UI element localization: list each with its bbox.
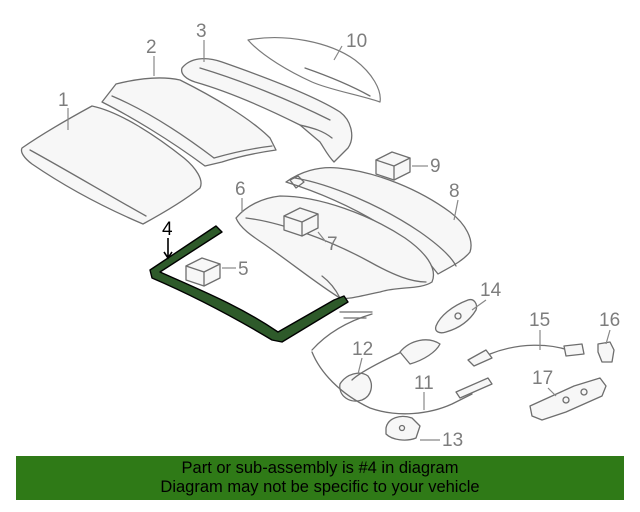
callout-17: 17 [532, 368, 553, 389]
part-7-box[interactable] [283, 207, 319, 237]
callout-14: 14 [480, 280, 502, 301]
leader-8 [453, 199, 459, 221]
leader-7 [317, 231, 327, 243]
leader-12 [357, 357, 363, 375]
callout-4: 4 [162, 219, 173, 240]
part-13-hinge-bracket[interactable] [385, 415, 421, 441]
callout-13: 13 [442, 430, 463, 451]
part-17-latch[interactable] [529, 377, 607, 421]
callout-6: 6 [235, 179, 246, 200]
part-3-rear-frame[interactable] [180, 57, 353, 163]
part-4-weatherstrip[interactable] [149, 225, 349, 343]
leader-14 [471, 299, 487, 311]
banner-line-disclaimer: Diagram may not be specific to your vehi… [160, 478, 480, 496]
banner-line-part-number: Part or sub-assembly is #4 in diagram [181, 459, 459, 477]
part-10-rear-window[interactable] [247, 37, 381, 103]
leader-17 [547, 387, 557, 397]
callout-3: 3 [196, 21, 207, 42]
callout-10: 10 [346, 31, 367, 52]
callout-15: 15 [529, 310, 550, 331]
callout-12: 12 [352, 339, 373, 360]
parts-diagram: 1 2 3 4 5 6 7 8 9 10 11 12 13 14 15 16 1… [20, 21, 620, 451]
part-12-hinge-linkage[interactable] [311, 311, 441, 402]
callout-16: 16 [599, 310, 620, 331]
leader-4 [163, 238, 173, 260]
part-9-box[interactable] [375, 151, 411, 181]
leader-16 [605, 329, 611, 345]
callout-8: 8 [449, 181, 460, 202]
part-info-banner: Part or sub-assembly is #4 in diagram Di… [16, 456, 624, 500]
callout-11: 11 [414, 373, 434, 394]
callout-9: 9 [430, 156, 441, 177]
callout-2: 2 [146, 37, 157, 58]
part-11-cable[interactable] [311, 351, 493, 415]
part-5-box[interactable] [185, 257, 221, 287]
part-15-cable[interactable] [467, 343, 585, 367]
callout-5: 5 [238, 259, 249, 280]
part-16-clip[interactable] [597, 341, 615, 363]
callout-7: 7 [327, 234, 338, 255]
part-1-front-panel[interactable] [20, 105, 202, 225]
part-14-bracket[interactable] [434, 298, 478, 334]
leader-10 [333, 45, 343, 61]
part-2-middle-panel[interactable] [101, 77, 277, 167]
callout-1: 1 [58, 90, 69, 111]
